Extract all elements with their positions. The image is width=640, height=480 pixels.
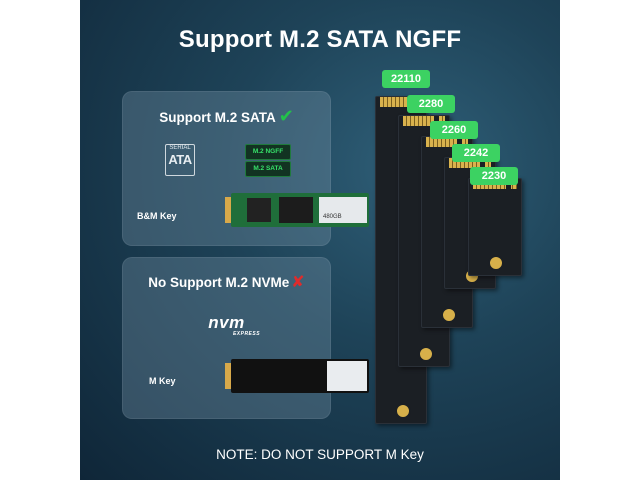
ssd-capacity: 480GB xyxy=(323,214,342,220)
sata-logo-line1: SERIAL xyxy=(169,145,191,151)
bm-key-label: B&M Key xyxy=(137,211,177,221)
supported-title-text: Support M.2 SATA xyxy=(159,110,276,125)
ssd-connector xyxy=(225,197,231,223)
badge-sata: M.2 SATA xyxy=(245,161,291,177)
bm-key-ssd-image: 480GB xyxy=(225,193,369,227)
size-tag-22110: 22110 xyxy=(382,70,430,88)
note-text: NOTE: DO NOT SUPPORT M Key xyxy=(216,447,424,462)
product-infographic: Support M.2 SATA NGFF Support M.2 SATA✔ … xyxy=(80,0,560,480)
ssd-sticker: 480GB xyxy=(319,197,367,223)
nvme-logo-sub: EXPRESS xyxy=(232,331,261,337)
m-key-label: M Key xyxy=(149,376,176,386)
supported-title: Support M.2 SATA✔ xyxy=(123,106,330,127)
checkmark-icon: ✔ xyxy=(278,106,294,126)
nvme-logo-text: nvm xyxy=(208,313,245,332)
nvme-logo: nvm EXPRESS xyxy=(123,313,330,337)
unsupported-card: No Support M.2 NVMe✘ nvm EXPRESS M Key xyxy=(122,257,369,419)
sata-logo-line2: ATA xyxy=(168,151,192,167)
ssd-sticker xyxy=(327,361,367,391)
m-key-ssd-image xyxy=(225,359,369,393)
m2-board-2230 xyxy=(468,178,522,276)
unsupported-title: No Support M.2 NVMe✘ xyxy=(123,272,330,292)
ssd-chip xyxy=(247,198,271,222)
sata-logo: SERIAL ATA xyxy=(165,144,195,176)
size-tag-2230: 2230 xyxy=(470,167,518,185)
badge-ngff: M.2 NGFF xyxy=(245,144,291,160)
cross-icon: ✘ xyxy=(291,274,305,291)
ssd-chip xyxy=(279,197,313,223)
size-tag-2260: 2260 xyxy=(430,121,478,139)
page-title: Support M.2 SATA NGFF xyxy=(178,26,462,53)
unsupported-title-text: No Support M.2 NVMe xyxy=(148,275,290,290)
size-tag-2280: 2280 xyxy=(407,95,455,113)
size-tag-2242: 2242 xyxy=(452,144,500,162)
ssd-connector xyxy=(225,363,231,389)
supported-card: Support M.2 SATA✔ SERIAL ATA M.2 NGFF M.… xyxy=(122,91,369,246)
